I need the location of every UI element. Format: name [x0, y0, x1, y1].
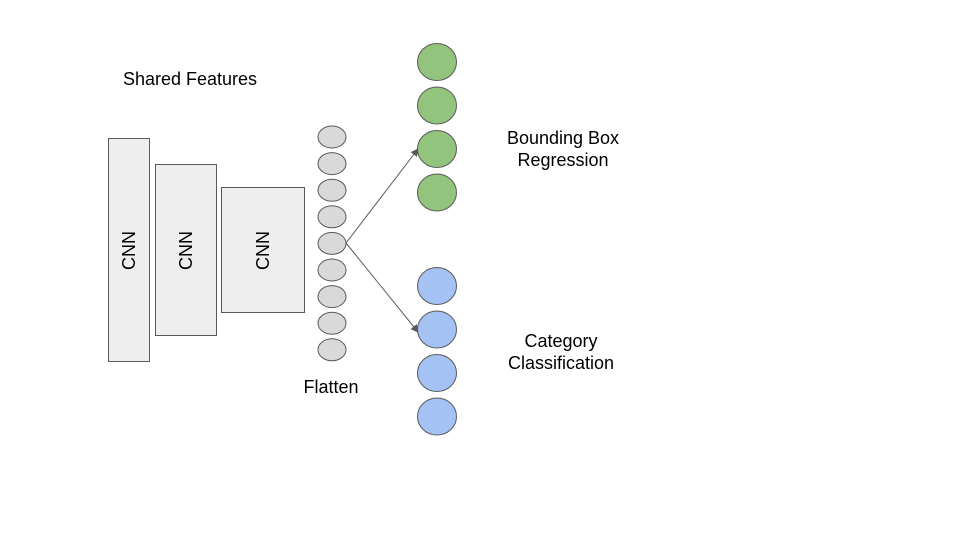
- bbox-node-1: [417, 43, 457, 81]
- bbox-node-2: [417, 86, 457, 125]
- flatten-node-5: [317, 231, 347, 255]
- bbox-regression-label-line1: Bounding Box: [506, 128, 620, 148]
- bbox-regression-label-line2: Regression: [517, 150, 609, 170]
- category-classification-label-line1: Category: [524, 331, 598, 351]
- flatten-node-1: [317, 125, 347, 149]
- flatten-node-2: [317, 152, 347, 176]
- flatten-label: Flatten: [303, 377, 359, 397]
- cnn-layer-2: CNN: [155, 164, 217, 336]
- arrow-to-bbox: [345, 148, 419, 244]
- bbox-node-4: [417, 173, 457, 212]
- class-node-2: [417, 310, 457, 349]
- category-classification-label-line2: Classification: [507, 353, 615, 373]
- arrow-to-class: [345, 242, 419, 333]
- cnn-layer-1: CNN: [108, 138, 150, 362]
- bbox-regression-label: Bounding Box Regression: [480, 127, 646, 171]
- class-node-4: [417, 397, 457, 436]
- class-node-3: [417, 354, 457, 392]
- flatten-nodes: [317, 125, 347, 362]
- bbox-regression-nodes: [417, 43, 457, 212]
- category-classification-label: Category Classification: [478, 330, 644, 374]
- flatten-node-9: [317, 338, 347, 362]
- category-classification-nodes: [417, 267, 457, 436]
- cnn-layer-3: CNN: [221, 187, 305, 313]
- shared-features-title: Shared Features: [122, 69, 258, 89]
- flatten-node-3: [317, 178, 347, 202]
- flatten-node-7: [317, 285, 347, 309]
- bbox-node-3: [417, 130, 457, 168]
- flatten-node-4: [317, 205, 347, 229]
- flatten-node-6: [317, 258, 347, 282]
- flatten-node-8: [317, 311, 347, 335]
- class-node-1: [417, 267, 457, 305]
